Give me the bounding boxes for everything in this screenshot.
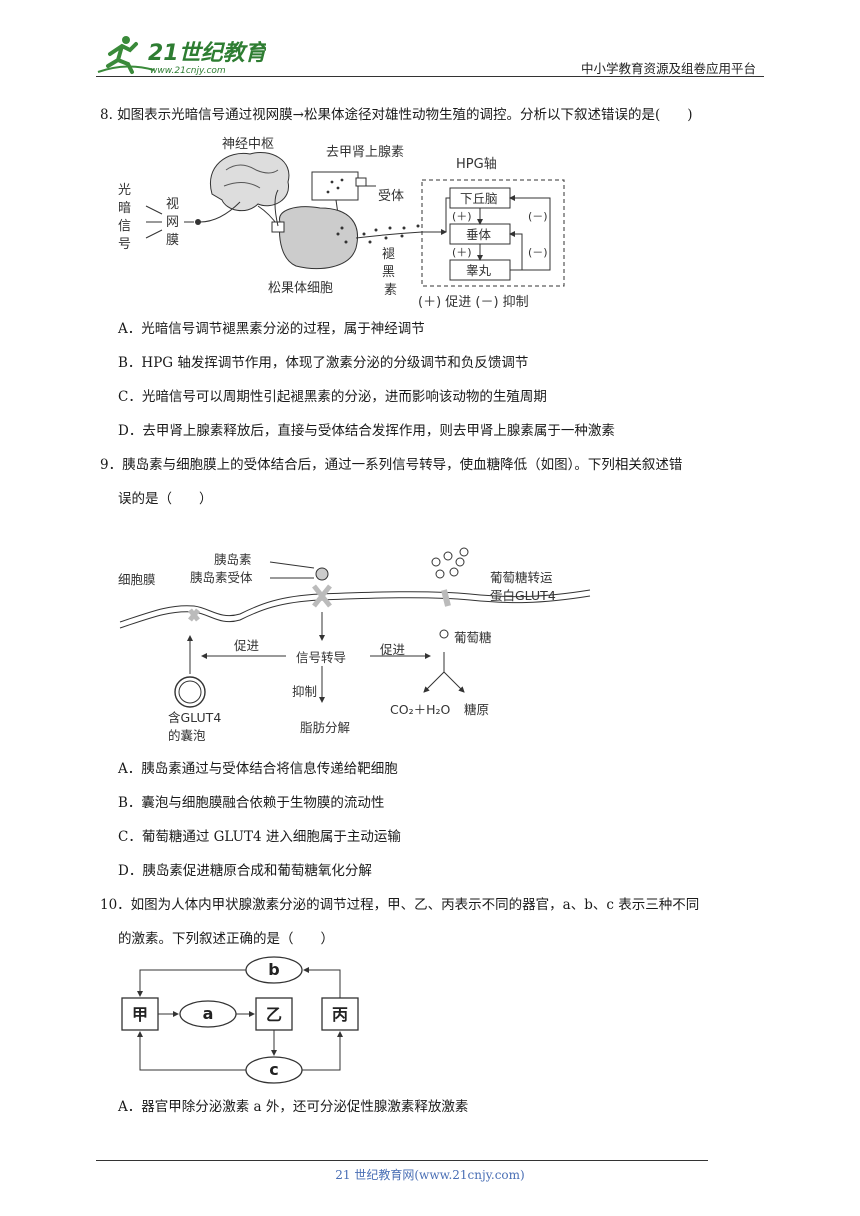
platform-name: 中小学教育资源及组卷应用平台	[580, 61, 756, 76]
light-signal-1: 光	[118, 183, 131, 198]
logo-text: 21世纪教育	[148, 40, 266, 66]
fused-glut4-icon	[188, 608, 200, 622]
melatonin-2: 黑	[382, 265, 395, 280]
q10-stem-1: 10．如图为人体内甲状腺激素分泌的调节过程，甲、乙、丙表示不同的器官，a、b、c…	[100, 897, 700, 913]
q9-figure: 细胞膜 胰岛素 胰岛素受体 葡萄糖转运 蛋白GLUT4 葡萄糖 促进 信号转导 …	[118, 547, 591, 743]
footer-link[interactable]: 21 世纪教育网(www.21cnjy.com)	[335, 1168, 525, 1182]
light-signal-3: 信	[118, 219, 131, 234]
organ-jia-label: 甲	[132, 1005, 148, 1024]
q9-option-d: D．胰岛素促进糖原合成和葡萄糖氧化分解	[118, 863, 372, 879]
synapse-box	[311, 171, 359, 201]
glut4-icon	[441, 589, 451, 607]
footer-divider	[96, 1160, 708, 1161]
vesicle-label-2: 的囊泡	[168, 728, 206, 743]
organ-jia-box	[121, 997, 159, 1031]
q10-figure: 甲 乙 丙 a b c	[121, 956, 359, 1084]
melatonin-3: 素	[384, 283, 397, 298]
q9-stem-1: 9．胰岛素与细胞膜上的受体结合后，通过一系列信号转导，使血糖降低（如图）。下列相…	[100, 457, 683, 473]
runner-icon	[97, 36, 155, 74]
brain-icon	[209, 152, 290, 212]
q10-option-a: A．器官甲除分泌激素 a 外，还可分泌促性腺激素释放激素	[118, 1099, 469, 1115]
melatonin-1: 褪	[382, 247, 395, 262]
hormone-c-label: c	[269, 1060, 278, 1079]
q8-stem: 8. 如图表示光暗信号通过视网膜→松果体途径对雄性动物生殖的调控。分析以下叙述错…	[100, 107, 693, 123]
plus-1: (＋)	[452, 210, 472, 223]
hpg-axis-label: HPG轴	[456, 157, 497, 172]
neural-center-label: 神经中枢	[222, 137, 274, 152]
q10-stem-2: 的激素。下列叙述正确的是（ ）	[118, 931, 334, 947]
hypothalamus-label: 下丘脑	[460, 191, 498, 206]
q8-option-c: C．光暗信号可以周期性引起褪黑素的分泌，进而影响该动物的生殖周期	[118, 389, 547, 405]
glucose-molecules	[431, 547, 469, 579]
pituitary-label: 垂体	[466, 227, 492, 242]
q9-option-c: C．葡萄糖通过 GLUT4 进入细胞属于主动运输	[118, 829, 401, 845]
vesicle-label-1: 含GLUT4	[168, 710, 221, 725]
pineal-cell	[279, 206, 358, 269]
promote-label-2: 促进	[380, 642, 406, 657]
minus-2: (－)	[528, 246, 548, 259]
insulin-icon	[315, 567, 329, 581]
organ-bing-label: 丙	[332, 1005, 348, 1024]
pineal-cell-label: 松果体细胞	[268, 281, 333, 296]
vesicle-icon	[174, 676, 206, 708]
legend-label: (＋) 促进 (－) 抑制	[418, 295, 529, 310]
retina-3: 膜	[166, 233, 179, 248]
q9-option-a: A．胰岛素通过与受体结合将信息传递给靶细胞	[118, 761, 398, 777]
insulin-label: 胰岛素	[214, 552, 252, 567]
retina-neuron-icon	[195, 219, 201, 225]
light-signal-2: 暗	[118, 201, 131, 216]
receptor-icon	[312, 584, 332, 608]
signal-label: 信号转导	[296, 650, 346, 665]
glycogen-label: 糖原	[464, 702, 489, 717]
plus-2: (＋)	[452, 246, 472, 259]
hpg-axis-box	[421, 179, 565, 287]
q9-stem-2: 误的是（ ）	[118, 491, 213, 507]
inhibit-label: 抑制	[292, 684, 317, 699]
testis-label: 睾丸	[466, 263, 492, 278]
retina-1: 视	[166, 197, 179, 212]
organ-yi-label: 乙	[266, 1005, 282, 1024]
norepinephrine-label: 去甲肾上腺素	[326, 145, 404, 160]
header-divider	[96, 76, 764, 77]
organ-yi-box	[255, 997, 293, 1031]
q8-option-a: A．光暗信号调节褪黑素分泌的过程，属于神经调节	[118, 321, 425, 337]
fat-label: 脂肪分解	[300, 720, 350, 735]
glut4-label-1: 葡萄糖转运	[490, 570, 553, 585]
glucose-label: 葡萄糖	[454, 630, 492, 645]
q8-option-d: D．去甲肾上腺素释放后，直接与受体结合发挥作用，则去甲肾上腺素属于一种激素	[118, 423, 615, 439]
organ-bing-box	[321, 997, 359, 1031]
glut4-label-2: 蛋白GLUT4	[490, 588, 556, 603]
receptor-label: 受体	[378, 189, 404, 204]
site-logo: 21世纪教育 www.21cnjy.com	[96, 32, 271, 76]
minus-1: (－)	[528, 210, 548, 223]
insulin-receptor-label: 胰岛素受体	[190, 570, 253, 585]
hormone-b-label: b	[268, 960, 279, 979]
q8-option-b: B．HPG 轴发挥调节作用，体现了激素分泌的分级调节和负反馈调节	[118, 355, 529, 371]
retina-2: 网	[166, 215, 179, 230]
light-signal-4: 号	[118, 237, 131, 252]
co2-label: CO₂＋H₂O	[390, 702, 450, 717]
q9-option-b: B．囊泡与细胞膜融合依赖于生物膜的流动性	[118, 795, 385, 811]
q8-figure: 光 暗 信 号 视 网 膜 神经中枢 去甲肾上腺素 受体 松果体细胞 褪 黑 素…	[118, 137, 565, 310]
membrane-label: 细胞膜	[118, 572, 156, 587]
hormone-a-label: a	[203, 1004, 214, 1023]
promote-label-1: 促进	[234, 638, 260, 653]
logo-url: www.21cnjy.com	[150, 66, 226, 76]
